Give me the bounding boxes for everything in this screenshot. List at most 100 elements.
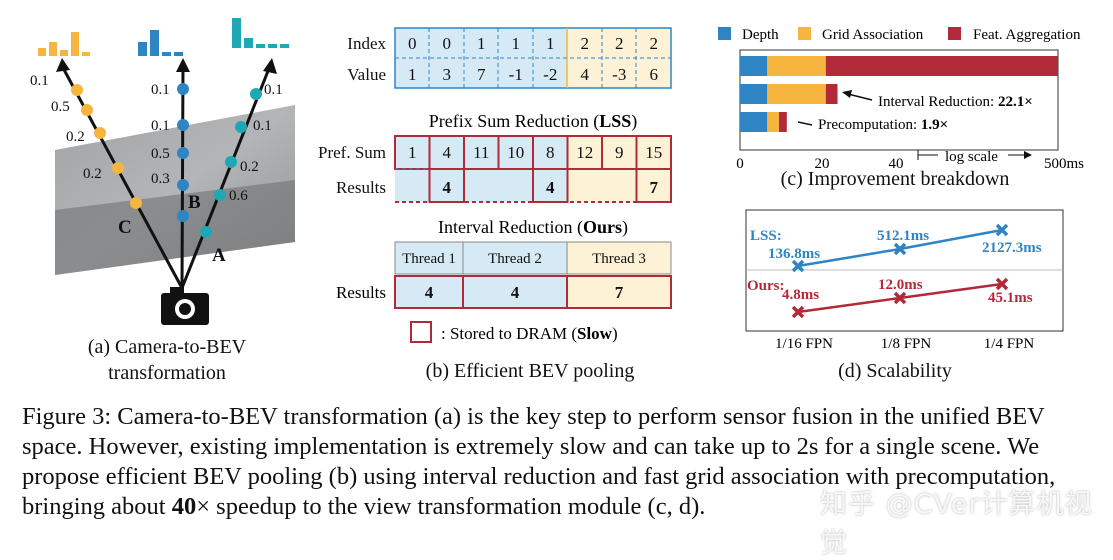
value-cell: -2 <box>543 65 557 84</box>
panel-a-figure: 0.1 0.5 0.2 0.2 0.1 0.1 0.5 0.3 0.1 0.1 … <box>30 18 295 325</box>
panel-d-caption: (d) Scalability <box>838 360 952 382</box>
results-label: Results <box>336 178 386 197</box>
mid-prob-1: 0.1 <box>151 82 170 98</box>
value-cell: 3 <box>443 65 452 84</box>
series-point <box>893 242 907 256</box>
index-cell: 1 <box>546 34 555 53</box>
watermark: 知乎 @CVer计算机视觉 <box>820 489 1093 559</box>
thread-1-label: Thread 1 <box>402 251 456 267</box>
thread-2-label: Thread 2 <box>488 251 542 267</box>
panel-d-figure: LSS: Ours: 136.8ms 512.1ms 2127.3ms 4.8m… <box>745 209 1064 352</box>
c-tick-500: 500ms <box>1044 156 1084 172</box>
ours-value-2: 12.0ms <box>878 277 923 293</box>
dram-legend-text: : Stored to DRAM (Slow) <box>441 324 618 343</box>
left-prob-2: 0.5 <box>51 99 70 115</box>
value-cell: 1 <box>408 65 417 84</box>
index-cell: 2 <box>615 34 624 53</box>
lss-value-3: 2127.3ms <box>982 240 1042 256</box>
d-tick-1: 1/16 FPN <box>775 336 833 352</box>
index-cell: 1 <box>477 34 486 53</box>
result-cell: 4 <box>546 178 555 197</box>
legend-grid-association: Grid Association <box>822 27 924 43</box>
mid-prob-4: 0.3 <box>151 171 170 187</box>
figure-caption: Figure 3: Camera-to-BEV transformation (… <box>22 403 1056 520</box>
ray-label-b: B <box>188 192 201 213</box>
c-tick-40: 40 <box>889 156 904 172</box>
index-label: Index <box>347 34 386 53</box>
pref-sum-cell: 9 <box>615 143 624 162</box>
panel-c-caption: (c) Improvement breakdown <box>780 168 1010 190</box>
pref-sum-cell: 15 <box>645 143 662 162</box>
right-prob-3: 0.2 <box>240 159 259 175</box>
value-label: Value <box>347 65 386 84</box>
d-tick-2: 1/8 FPN <box>881 336 932 352</box>
result-cell: 7 <box>650 178 659 197</box>
index-cell: 2 <box>650 34 659 53</box>
index-cell: 2 <box>581 34 590 53</box>
stored-result-box <box>635 168 672 203</box>
bar-segment <box>740 112 768 132</box>
result-cell: 4 <box>443 178 452 197</box>
legend-depth: Depth <box>742 27 779 43</box>
ours-value-1: 4.8ms <box>782 287 819 303</box>
pref-sum-cell: 4 <box>443 143 452 162</box>
bar-segment <box>767 112 779 132</box>
prefix-title: Prefix Sum Reduction (LSS) <box>429 111 638 132</box>
left-prob-1: 0.1 <box>30 73 49 89</box>
value-cell: -3 <box>612 65 626 84</box>
series-point <box>791 259 805 273</box>
index-cell: 0 <box>443 34 452 53</box>
dram-legend-box <box>410 321 432 343</box>
ours-series-label: Ours: <box>747 278 785 294</box>
ray-label-a: A <box>212 245 226 266</box>
series-point <box>791 305 805 319</box>
lss-value-2: 512.1ms <box>877 228 929 244</box>
pref-sum-cell: 1 <box>408 143 417 162</box>
panel-a-caption: (a) Camera-to-BEV transformation <box>87 336 247 384</box>
index-cell: 1 <box>512 34 521 53</box>
lss-value-1: 136.8ms <box>768 246 820 262</box>
right-prob-4: 0.6 <box>229 188 248 204</box>
pref-sum-cell: 11 <box>473 143 489 162</box>
camera-icon <box>161 287 209 325</box>
mid-prob-3: 0.5 <box>151 146 170 162</box>
mid-prob-2: 0.1 <box>151 118 170 134</box>
pref-sum-cell: 10 <box>507 143 524 162</box>
interval-result-1: 4 <box>425 283 434 302</box>
ray-label-c: C <box>118 217 132 238</box>
value-cell: 7 <box>477 65 486 84</box>
d-tick-3: 1/4 FPN <box>984 336 1035 352</box>
c-tick-0: 0 <box>736 156 744 172</box>
series-point <box>893 291 907 305</box>
bar-segment <box>825 56 1058 76</box>
bar-segment <box>779 112 787 132</box>
c-tick-20: 20 <box>815 156 830 172</box>
interval-result-2: 4 <box>511 283 520 302</box>
right-prob-2: 0.1 <box>253 118 272 134</box>
right-prob-1: 0.1 <box>264 82 283 98</box>
bar-segment <box>825 84 838 104</box>
thread-3-label: Thread 3 <box>592 251 646 267</box>
annotation-interval: Interval Reduction: 22.1× <box>878 94 1033 110</box>
left-prob-3: 0.2 <box>66 129 85 145</box>
interval-title: Interval Reduction (Ours) <box>438 217 628 238</box>
left-prob-4: 0.2 <box>83 166 102 182</box>
panel-b-caption: (b) Efficient BEV pooling <box>425 360 635 382</box>
value-cell: 6 <box>650 65 659 84</box>
value-cell: 4 <box>581 65 590 84</box>
panel-c-figure: Depth Grid Association Feat. Aggregation… <box>718 27 1084 172</box>
legend-feat-aggregation: Feat. Aggregation <box>973 27 1081 43</box>
bar-segment <box>740 84 768 104</box>
index-cell: 0 <box>408 34 417 53</box>
series-point <box>995 277 1009 291</box>
interval-result-3: 7 <box>615 283 624 302</box>
series-point <box>995 223 1009 237</box>
pref-sum-cell: 8 <box>546 143 555 162</box>
value-cell: -1 <box>509 65 523 84</box>
bar-segment <box>767 84 826 104</box>
log-scale-label: log scale <box>945 149 998 165</box>
bar-segment <box>740 56 768 76</box>
pref-sum-label: Pref. Sum <box>318 143 386 162</box>
lss-series-label: LSS: <box>750 228 782 244</box>
